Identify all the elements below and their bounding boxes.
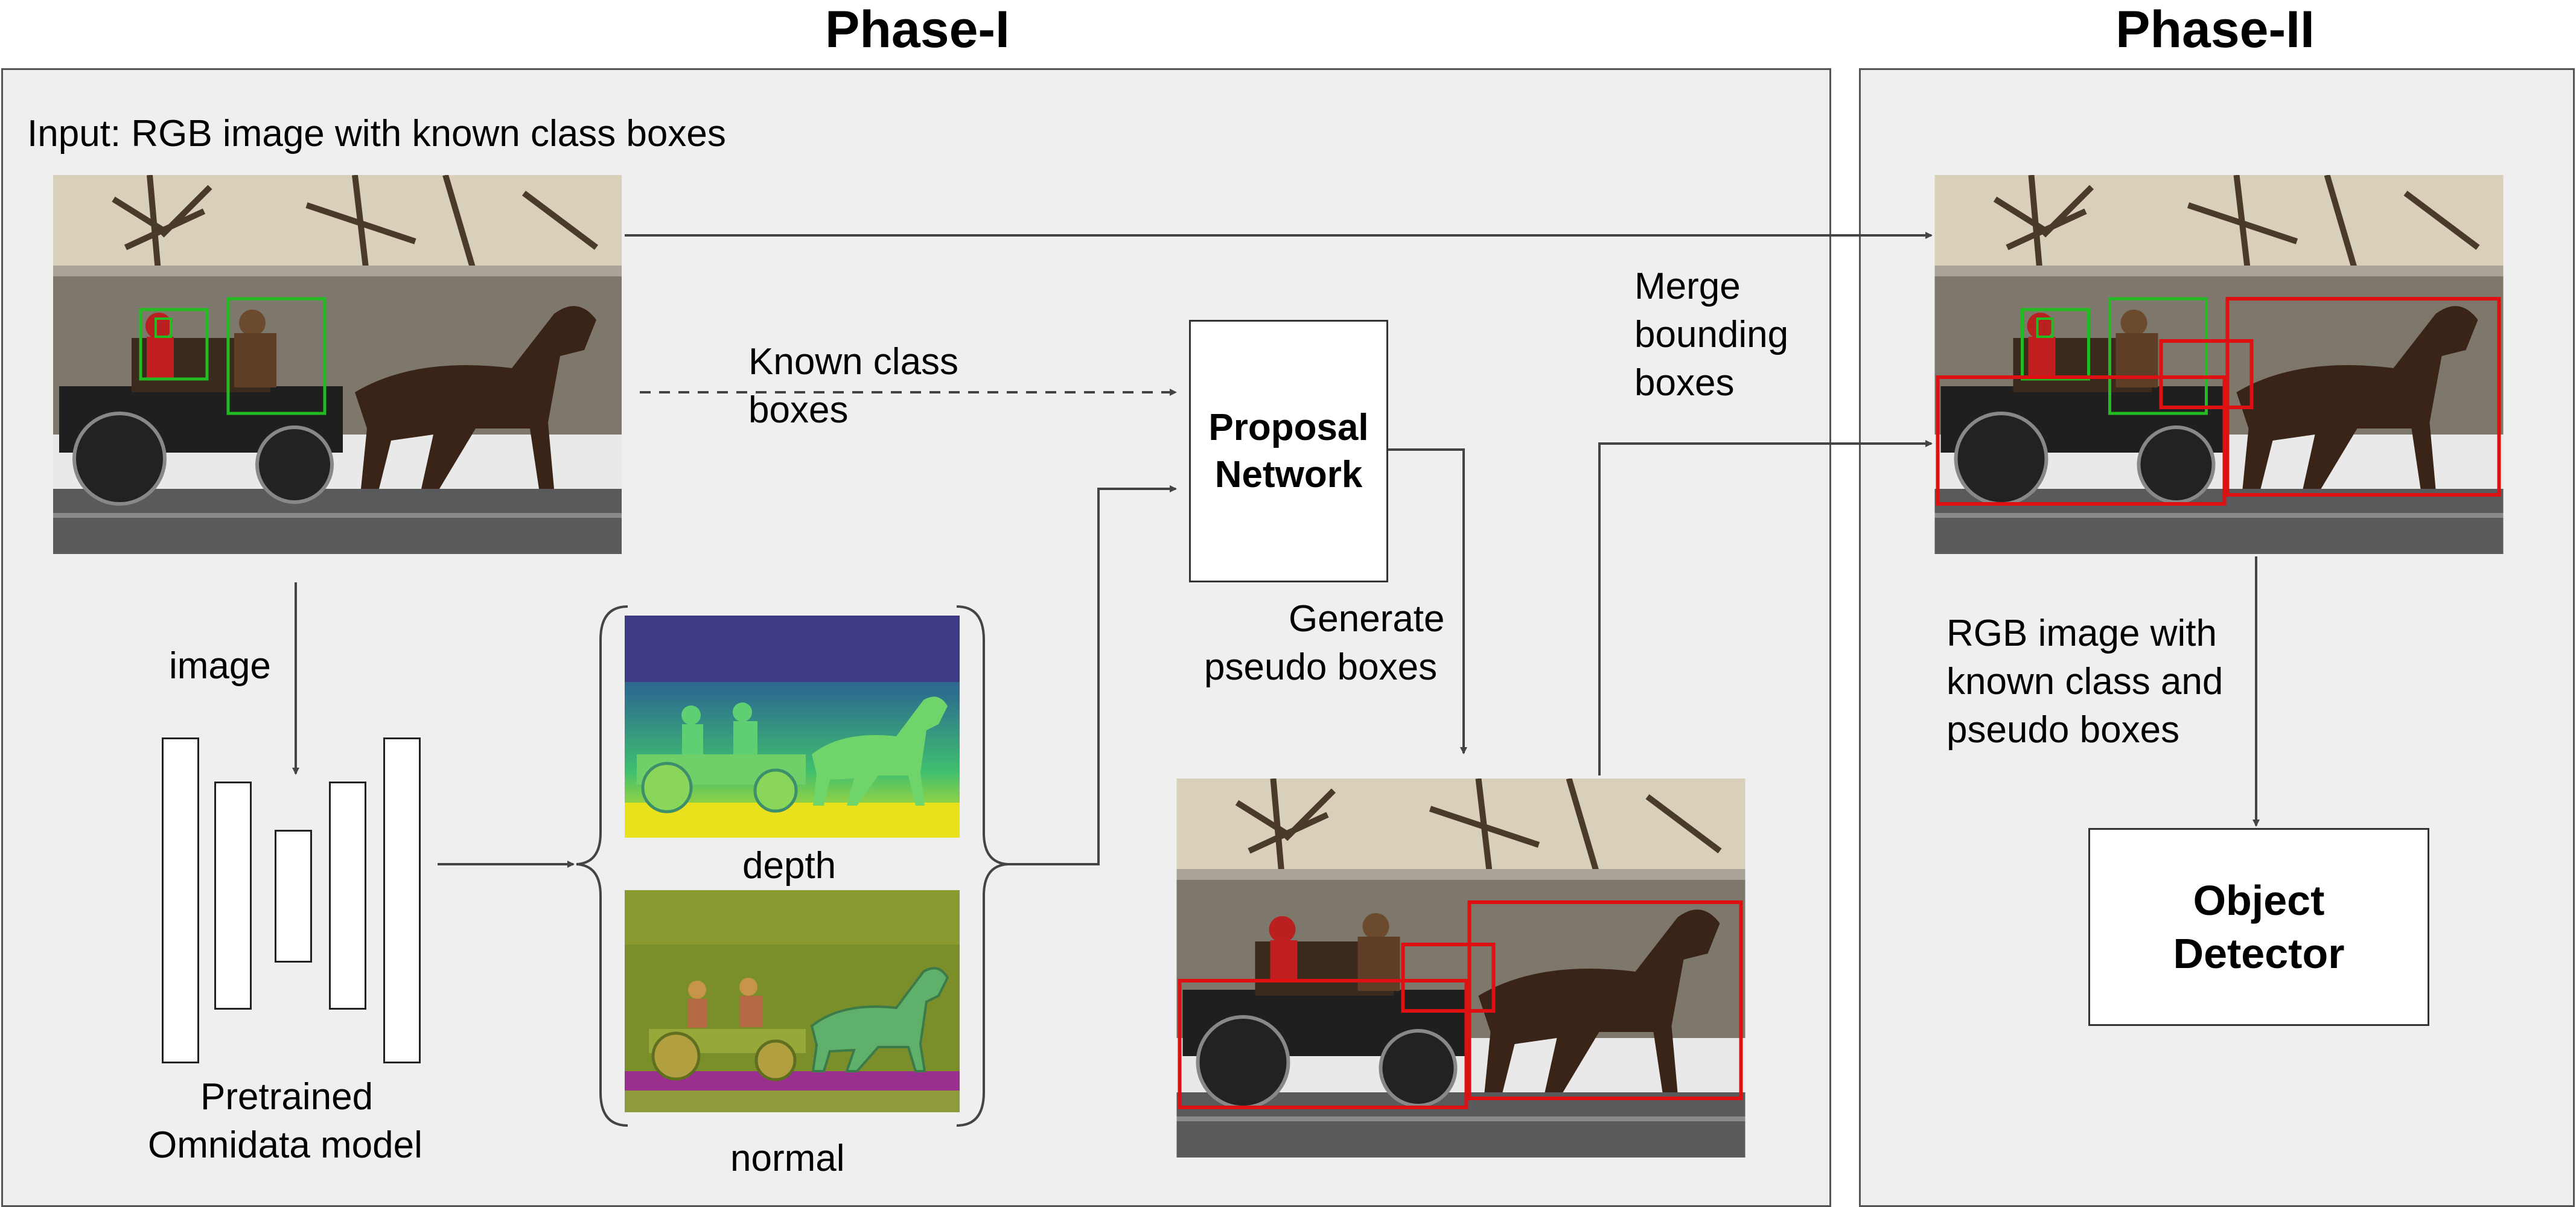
depth-label: depth <box>742 845 837 887</box>
image-label: image <box>169 645 271 687</box>
rgb-output-label-2: known class and <box>1946 661 2224 702</box>
proposal-network-line-2: Network <box>1214 453 1363 495</box>
merged-image <box>1934 175 2504 554</box>
bottleneck-bar <box>275 830 312 963</box>
model-label-2: Omnidata model <box>148 1124 422 1166</box>
merge-label-3: boxes <box>1634 362 1735 404</box>
depth-map-image <box>625 616 960 838</box>
merge-label-2: bounding <box>1634 314 1789 355</box>
generate-label-1: Generate <box>1289 598 1445 640</box>
known-class-boxes-label-2: boxes <box>748 389 849 431</box>
object-detector-line-2: Detector <box>2173 930 2345 977</box>
phase-2-title: Phase-II <box>2115 1 2315 59</box>
rgb-output-label-1: RGB image with <box>1946 613 2217 654</box>
input-label: Input: RGB image with known class boxes <box>27 113 726 154</box>
normal-map-image <box>625 890 960 1112</box>
known-class-boxes-label-1: Known class <box>748 341 959 383</box>
generate-label-2: pseudo boxes <box>1204 646 1438 688</box>
input-image <box>53 175 622 554</box>
object-detector-line-1: Object <box>2193 877 2325 924</box>
rgb-output-label-3: pseudo boxes <box>1946 709 2180 751</box>
pseudo-box-image <box>1176 779 1746 1158</box>
encoder-bar-2 <box>214 782 252 1010</box>
decoder-bar-1 <box>329 782 366 1010</box>
normal-label: normal <box>730 1138 845 1179</box>
proposal-network-line-1: Proposal <box>1208 406 1369 448</box>
decoder-bar-2 <box>383 737 421 1063</box>
model-label-1: Pretrained <box>200 1076 374 1118</box>
encoder-bar-1 <box>162 737 199 1063</box>
phase-1-title: Phase-I <box>825 1 1010 59</box>
merge-label-1: Merge <box>1634 266 1741 307</box>
